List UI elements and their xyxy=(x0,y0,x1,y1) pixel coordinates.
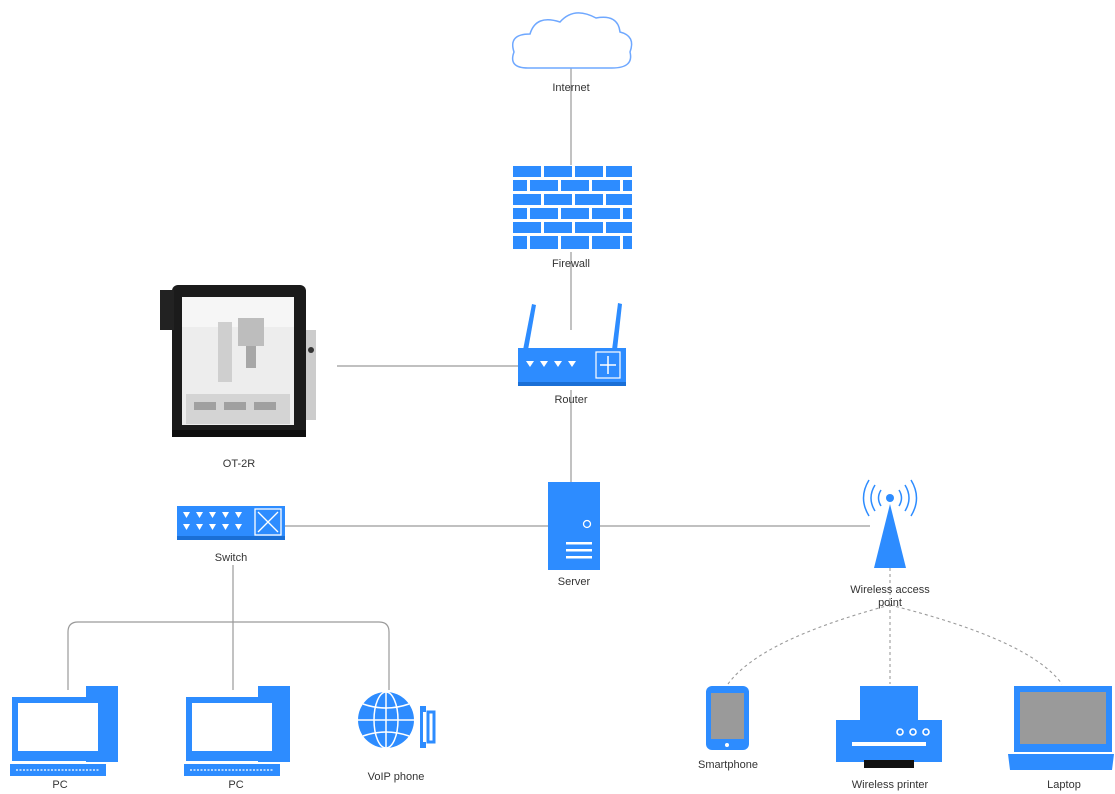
internet-label: Internet xyxy=(552,82,590,94)
router-label: Router xyxy=(554,394,588,406)
lab-robot-icon xyxy=(160,285,316,437)
desktop-computer-icon xyxy=(184,686,290,776)
brick-wall-icon xyxy=(513,166,632,249)
ot2r-label: OT-2R xyxy=(222,458,256,470)
wap-label: Wireless access point xyxy=(850,584,930,609)
antenna-icon xyxy=(862,479,918,568)
laptop-icon xyxy=(1008,686,1114,770)
tablet-icon xyxy=(706,686,749,750)
printer-label: Wireless printer xyxy=(851,779,929,791)
link-wap-laptop xyxy=(889,604,1063,685)
link-switch-pcs xyxy=(67,565,390,690)
voip-label: VoIP phone xyxy=(367,771,425,783)
printer-icon xyxy=(836,686,942,768)
pc1-label: PC xyxy=(52,779,68,791)
link-wap-smartphone xyxy=(727,604,891,685)
router-icon xyxy=(518,303,626,386)
laptop-label: Laptop xyxy=(1047,779,1081,791)
globe-phone-icon xyxy=(358,691,436,749)
server-label: Server xyxy=(557,576,591,588)
pc2-label: PC xyxy=(228,779,244,791)
network-switch-icon xyxy=(177,506,285,540)
server-icon xyxy=(548,482,600,570)
firewall-label: Firewall xyxy=(552,258,590,270)
smartphone-label: Smartphone xyxy=(698,759,758,771)
desktop-computer-icon xyxy=(10,686,118,776)
switch-label: Switch xyxy=(214,552,248,564)
cloud-icon xyxy=(511,12,633,69)
